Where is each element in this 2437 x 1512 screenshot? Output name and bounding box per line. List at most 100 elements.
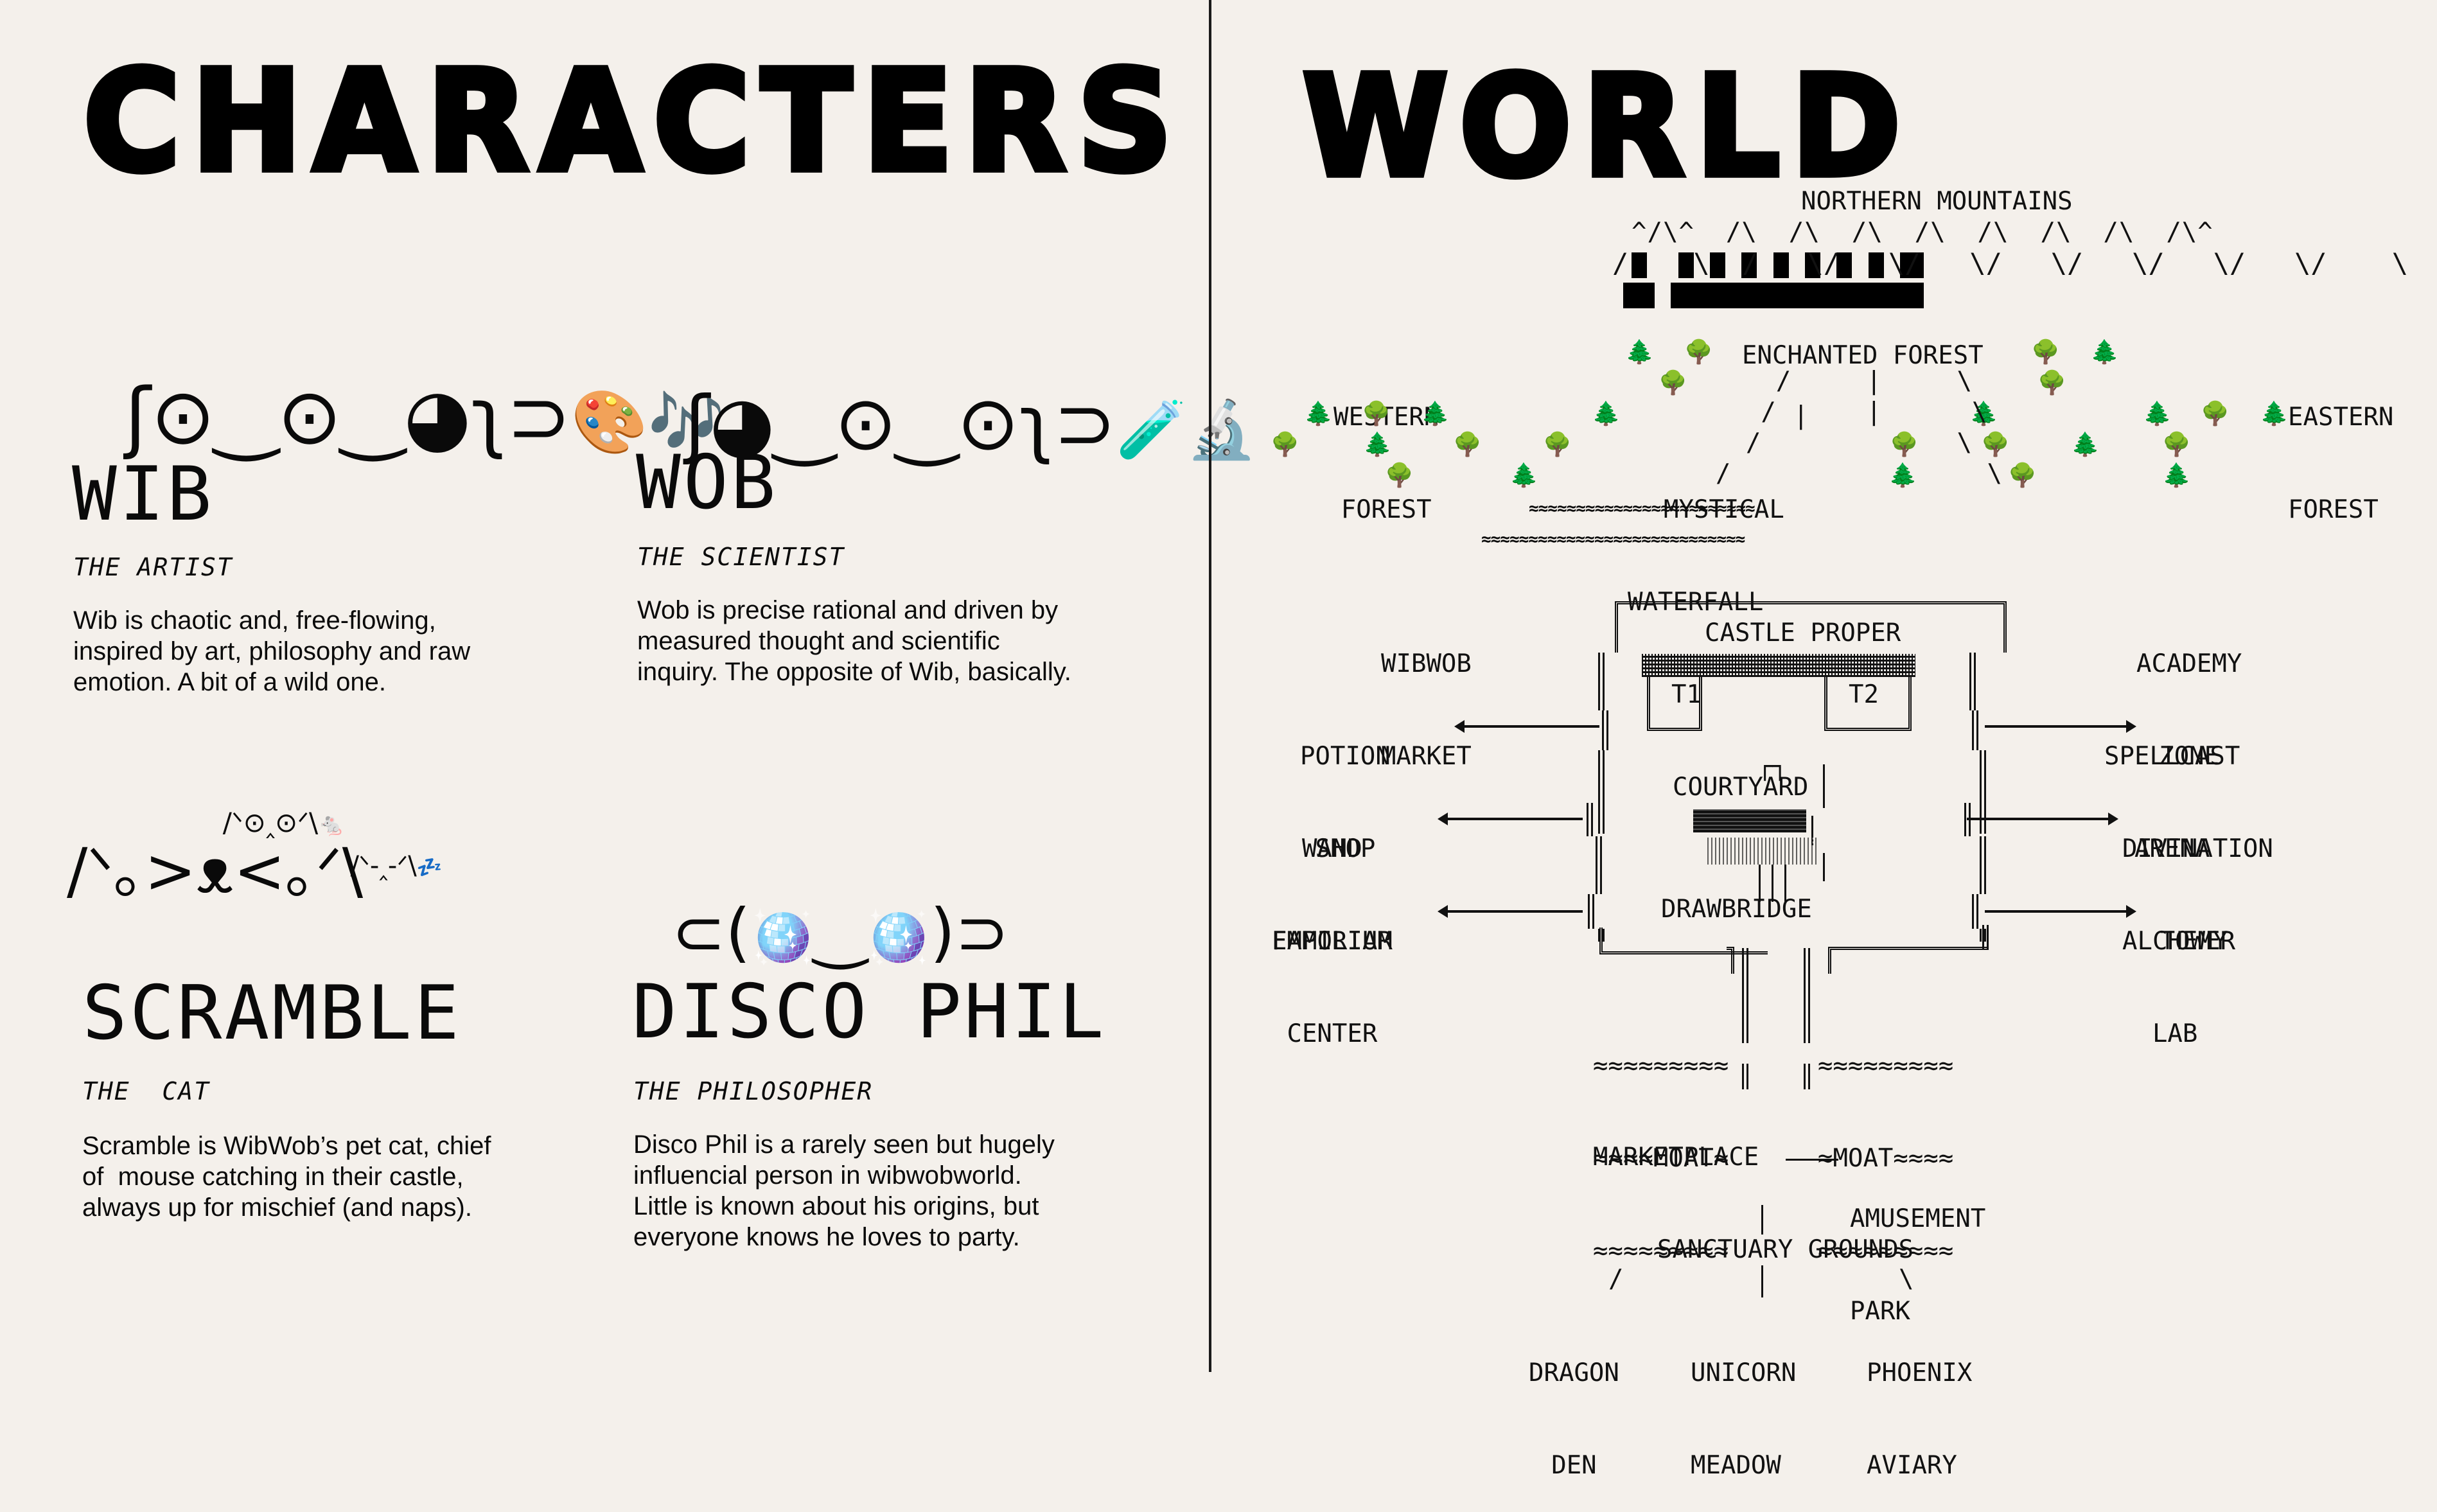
moat-left: ≈≈≈≈≈≈≈≈≈ ≈≈≈≈MOAT≈ ≈≈≈≈≈≈≈≈≈ (1593, 989, 1729, 1297)
round-tree-icon: 🌳 (1385, 462, 1414, 488)
pine-tree-icon: 🌲 (1509, 462, 1538, 488)
desc-line: Little is known about his origins, but (633, 1192, 1039, 1220)
spellcast-arena-label: SPELLCAST ARENA (2104, 680, 2240, 895)
pine-tree-icon: 🌲 (1888, 462, 1917, 488)
label-line: PHOENIX (1867, 1358, 1973, 1387)
disco-ball-eye-icon: 🪩 (866, 907, 930, 967)
label-line: LAB (2152, 1019, 2198, 1048)
arrow-to-wand-emporium (1438, 813, 1583, 825)
label-line: SPELLCAST (2104, 742, 2240, 771)
tower-2-label: T2 (1849, 680, 1879, 709)
wib-kaomoji: ʃ⊙‿⊙‿◕ʅ⊃ (125, 373, 572, 462)
label-line: ACADEMY (2136, 649, 2242, 678)
sanctuary-grounds-label: SANCTUARY GROUNDS (1657, 1235, 1914, 1264)
world-title: WORLD (1299, 47, 1913, 207)
northern-mountains-label: NORTHERN MOUNTAINS (1801, 187, 2073, 216)
drawbridge-chain (1759, 865, 1761, 902)
bridge-wall-right (1804, 1064, 1810, 1089)
round-tree-icon: 🌳 (2031, 338, 2060, 365)
marketplace-connector (1786, 1159, 1838, 1161)
arrow-to-divination-tower (1967, 813, 2118, 825)
familiar-center-label: FAMILIAR CENTER (1272, 865, 1393, 1080)
label-line: EMPORIUM (1272, 927, 1393, 956)
label-line: MYSTICAL (1664, 495, 1784, 524)
round-tree-icon: 🌳 (1453, 431, 1482, 457)
sanctuary-path-left: / (1608, 1265, 1624, 1294)
courtyard-wall (1823, 764, 1825, 808)
label-line: WAND (1301, 834, 1362, 863)
desc-line: always up for mischief (and naps). (82, 1193, 472, 1222)
phoenix-aviary-label: PHOENIX AVIARY (1867, 1296, 1972, 1512)
castle-wall (1596, 836, 1602, 894)
castle-wall (1598, 929, 1605, 942)
desc-line: measured thought and scientific (637, 627, 1000, 655)
label-line: WIBWOB (1381, 649, 1472, 678)
castle-wall (1602, 710, 1608, 750)
round-tree-icon: 🌳 (1362, 400, 1391, 426)
enchanted-forest-label: ENCHANTED FOREST (1742, 341, 1984, 370)
disco-phil-mouth: ‿ (814, 895, 867, 970)
disco-phil-right: )⊃ (929, 895, 1009, 970)
scramble-alert-kaomoji: /ᐠ⊙‸⊙ᐟ\ (222, 807, 319, 838)
round-tree-icon: 🌳 (2201, 400, 2230, 426)
castle-bottom-wall-right (1828, 947, 1989, 974)
round-tree-icon: 🌳 (1658, 369, 1687, 396)
arrow-to-familiar-center (1438, 905, 1583, 918)
mountain-block (1836, 252, 1852, 278)
castle-wall (1980, 750, 1986, 834)
pine-tree-icon: 🌲 (1969, 400, 1998, 426)
unicorn-meadow-label: UNICORN MEADOW (1691, 1296, 1796, 1512)
moat-line: ≈≈≈≈≈≈≈≈≈ (1593, 1051, 1729, 1080)
castle-wall (1972, 894, 1978, 929)
label-line: PARK (1850, 1297, 1910, 1326)
mountain-block (1710, 252, 1725, 278)
wib-description: Wib is chaotic and, free-flowing, inspir… (73, 605, 536, 698)
moat-right: ≈≈≈≈≈≈≈≈≈ ≈MOAT≈≈≈≈ ≈≈≈≈≈≈≈≈≈ (1818, 989, 1953, 1297)
dragon-den-label: DRAGON DEN (1529, 1296, 1619, 1512)
tower-1 (1647, 677, 1702, 731)
castle-proper-label: CASTLE PROPER (1705, 619, 1901, 647)
palette-music-emoji: 🎨🎶 (571, 386, 725, 458)
courtyard-gate: ┌┐ (1757, 752, 1788, 781)
round-tree-icon: 🌳 (2162, 431, 2191, 457)
section-divider (1209, 0, 1211, 1372)
label-line: MARKET (1381, 742, 1472, 771)
western-forest-label: WESTERN FOREST (1333, 340, 1439, 556)
mountain-block (1623, 283, 1655, 308)
castle-keep-hatch (1642, 654, 1915, 677)
test-tube-microscope-emoji: 🧪🔬 (1116, 396, 1257, 462)
mountain-block (1900, 252, 1924, 278)
wib-face: ʃ⊙‿⊙‿◕ʅ⊃🎨🎶 (76, 302, 725, 456)
mouse-emoji: 🐁 (318, 812, 346, 838)
disco-ball-eye-icon: 🪩 (750, 907, 814, 967)
scramble-name: SCRAMBLE (82, 970, 462, 1057)
mountain-block (1773, 252, 1789, 278)
label-line: DIVINATION (2122, 834, 2273, 863)
label-line: ARENA (2134, 834, 2210, 863)
desc-line: inspired by art, philosophy and raw (73, 637, 471, 665)
arrow-to-spellcast-arena (1985, 720, 2136, 733)
scramble-sleep-face: /ᐠ-‸-ᐟ\💤 (334, 827, 442, 881)
disco-phil-left: ⊂( (671, 895, 751, 970)
arrow-to-potion-shop (1454, 720, 1599, 733)
moat-line: ≈≈≈≈≈≈≈≈≈ (1818, 1051, 1954, 1080)
path-to-sanctuary (1761, 1205, 1763, 1235)
drawbridge-chain (1772, 865, 1773, 902)
scramble-role: THE CAT (82, 1077, 211, 1105)
label-line: ZONE (2159, 742, 2220, 771)
scramble-sleep-kaomoji: /ᐠ-‸-ᐟ\ (350, 851, 417, 881)
label-line: ALCHEMY (2122, 927, 2228, 956)
eastern-forest-label: EASTERN FOREST (2288, 340, 2393, 556)
round-tree-icon: 🌳 (1890, 431, 1919, 457)
desc-line: emotion. A bit of a wild one. (73, 668, 386, 696)
bridge-wall-left (1742, 948, 1748, 1043)
round-tree-icon: 🌳 (1543, 431, 1572, 457)
wob-description: Wob is precise rational and driven by me… (637, 595, 1100, 687)
pine-tree-icon: 🌲 (1421, 400, 1450, 426)
desc-line: influencial person in wibwobworld. (633, 1161, 1022, 1190)
moat-line: ≈≈≈≈≈≈≈≈≈ (1818, 1236, 1954, 1265)
label-line: FOREST (1341, 495, 1432, 524)
label-line: SHOP (1315, 834, 1376, 863)
castle-wall (1598, 653, 1605, 710)
amusement-park-label: AMUSEMENT PARK (1850, 1142, 1985, 1358)
